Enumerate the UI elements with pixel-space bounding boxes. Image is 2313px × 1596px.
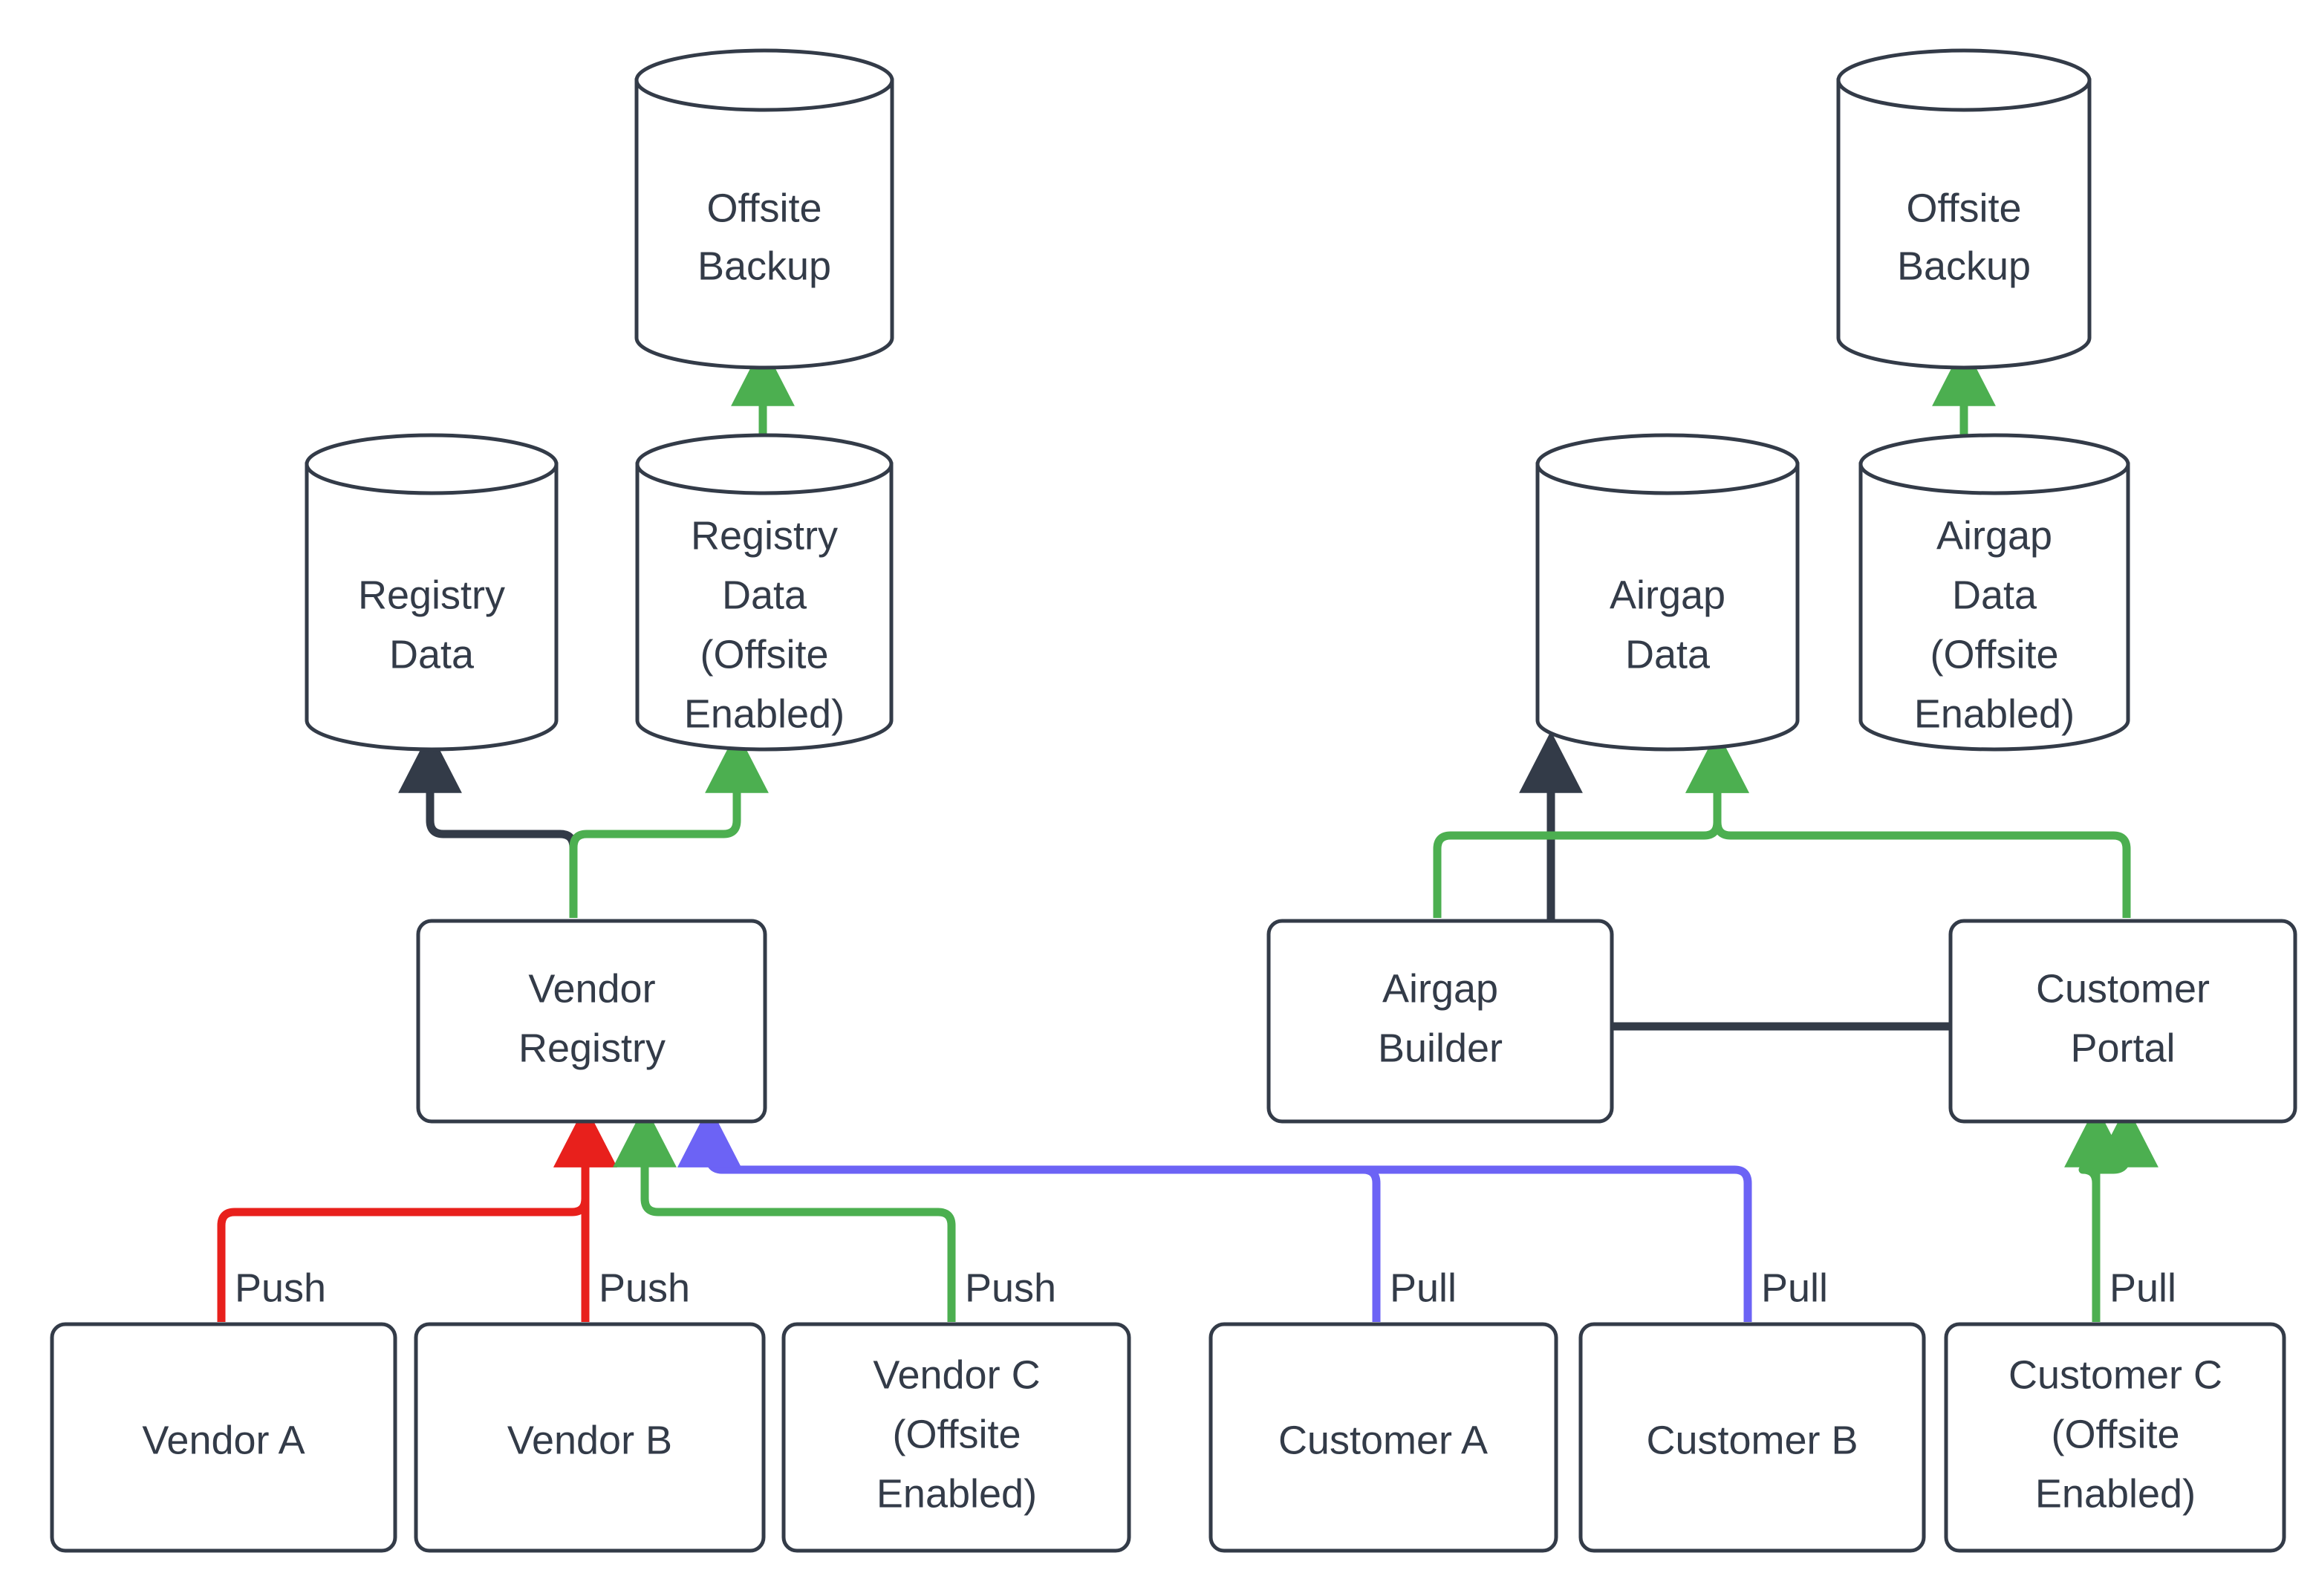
node-vendor-registry[interactable]: Vendor Registry <box>416 919 767 1124</box>
node-label-line: Vendor B <box>507 1418 672 1462</box>
node-airgap-builder[interactable]: Airgap Builder <box>1266 919 1614 1124</box>
edge-vendor-registry-to-registry-data <box>398 731 578 918</box>
node-label-line: (Offsite <box>892 1412 1021 1456</box>
node-label-line: Enabled) <box>684 691 845 736</box>
node-registry-data-offsite[interactable]: Registry Data (Offsite Enabled) <box>635 433 894 752</box>
node-vendor-c[interactable]: Vendor C (Offsite Enabled) <box>781 1322 1131 1553</box>
node-label-line: Registry <box>691 513 838 558</box>
node-label-line: Enabled) <box>876 1471 1037 1516</box>
node-label-line: Customer B <box>1646 1418 1858 1462</box>
edge-label-pull-3: Pull <box>2109 1266 2176 1310</box>
node-label-line: Customer C <box>2008 1352 2222 1397</box>
node-label-line: Offsite <box>706 186 822 230</box>
edge-customer-b-pull <box>677 1105 1752 1322</box>
node-vendor-b[interactable]: Vendor B <box>414 1322 766 1553</box>
edge-customer-portal-to-airgap-data-offsite <box>1685 731 2131 918</box>
node-label-line: Offsite <box>1906 186 2021 230</box>
node-registry-data[interactable]: Registry Data <box>305 433 559 752</box>
node-customer-c[interactable]: Customer C (Offsite Enabled) <box>1944 1322 2286 1553</box>
edge-label-pull-1: Pull <box>1390 1266 1457 1310</box>
edge-label-push-2: Push <box>599 1266 690 1310</box>
node-label-line: Registry <box>518 1026 666 1070</box>
edge-vendor-c-push <box>613 1105 956 1322</box>
node-label-line: Vendor <box>528 966 655 1011</box>
node-label-line: Portal <box>2070 1026 2175 1070</box>
node-airgap-data-offsite[interactable]: Airgap Data (Offsite Enabled) <box>1858 433 2130 752</box>
node-label-line: Airgap <box>1382 966 1498 1011</box>
node-label-line: Customer <box>2036 966 2210 1011</box>
node-label-line: Data <box>722 573 807 617</box>
node-vendor-a[interactable]: Vendor A <box>50 1322 397 1553</box>
node-offsite-backup-left[interactable]: Offsite Backup <box>634 48 894 370</box>
node-label-line: (Offsite <box>2051 1412 2179 1456</box>
edge-label-push-3: Push <box>965 1266 1056 1310</box>
node-label-line: Vendor A <box>142 1418 305 1462</box>
node-label-line: Builder <box>1378 1026 1503 1070</box>
node-label-line: (Offsite <box>700 632 828 677</box>
edge-label-push-1: Push <box>235 1266 326 1310</box>
node-customer-b[interactable]: Customer B <box>1578 1322 1926 1553</box>
node-label-line: Registry <box>358 573 505 617</box>
node-label-line: Enabled) <box>1914 691 2075 736</box>
node-airgap-data[interactable]: Airgap Data <box>1535 433 1800 752</box>
node-label-line: Data <box>1625 632 1711 677</box>
edge-label-pull-2: Pull <box>1761 1266 1828 1310</box>
node-label-line: Data <box>389 632 475 677</box>
node-label-line: Enabled) <box>2035 1471 2196 1516</box>
edge-airgap-builder-to-airgap-data-offsite <box>1433 731 1749 918</box>
node-label-line: Data <box>1952 573 2037 617</box>
node-label-line: Customer A <box>1278 1418 1488 1462</box>
edge-vendor-registry-to-registry-data-offsite <box>569 731 769 918</box>
node-label-line: Backup <box>1897 244 2031 288</box>
node-label-line: Airgap <box>1610 573 1725 617</box>
node-customer-portal[interactable]: Customer Portal <box>1948 919 2297 1124</box>
node-customer-a[interactable]: Customer A <box>1208 1322 1558 1553</box>
node-label-line: Vendor C <box>873 1352 1040 1397</box>
node-offsite-backup-right[interactable]: Offsite Backup <box>1836 48 2092 370</box>
node-label-line: Airgap <box>1936 513 2052 558</box>
node-label-line: Backup <box>697 244 831 288</box>
node-label-line: (Offsite <box>1930 632 2058 677</box>
